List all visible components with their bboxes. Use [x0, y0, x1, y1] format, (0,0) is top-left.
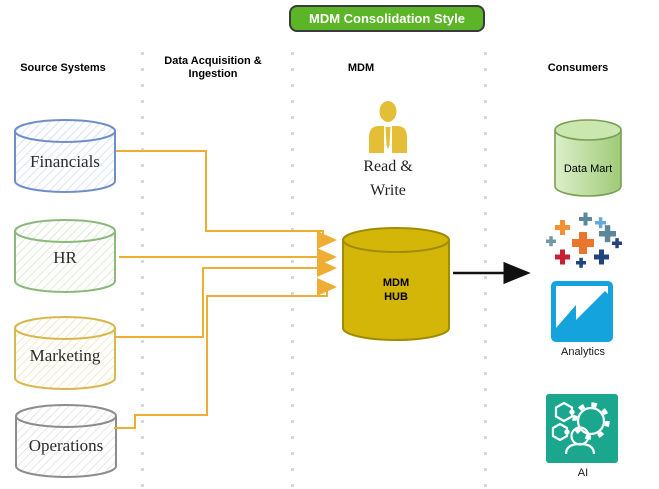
operations-database-icon [15, 404, 117, 478]
read-write-label: Read & Write [363, 158, 413, 199]
data-mart-label: Data Mart [563, 163, 613, 175]
hr-label: HR [53, 248, 77, 267]
financials-label: Financials [30, 152, 100, 171]
column-divider [291, 52, 294, 489]
operations-label: Operations [28, 436, 104, 455]
business-user-icon [369, 101, 407, 153]
column-divider [484, 52, 487, 489]
mdm-hub-label: MDM HUB [382, 277, 410, 304]
ai-icon [546, 394, 618, 463]
marketing-label: Marketing [29, 346, 101, 365]
arrow-marketing-to-hub [116, 259, 337, 338]
marketing-database-icon [14, 316, 116, 390]
hr-database-icon [14, 219, 116, 293]
arrow-financials-to-hub [116, 150, 337, 249]
financials-database-icon [14, 119, 116, 193]
column-header-consumers: Consumers [547, 62, 609, 74]
column-header-data-acquisition: Data Acquisition & Ingestion [164, 55, 262, 81]
arrow-operations-to-hub [114, 278, 337, 429]
ai-label: AI [577, 467, 589, 479]
column-header-source-systems: Source Systems [20, 62, 106, 74]
analytics-icon [551, 281, 613, 342]
diagram-title: MDM Consolidation Style [289, 5, 485, 32]
column-divider [141, 52, 144, 489]
tableau-logo-icon [546, 212, 622, 268]
mdm-hub-database-icon [342, 227, 450, 341]
analytics-label: Analytics [560, 346, 606, 358]
data-mart-database-icon [554, 119, 622, 197]
column-header-mdm: MDM [347, 62, 375, 74]
